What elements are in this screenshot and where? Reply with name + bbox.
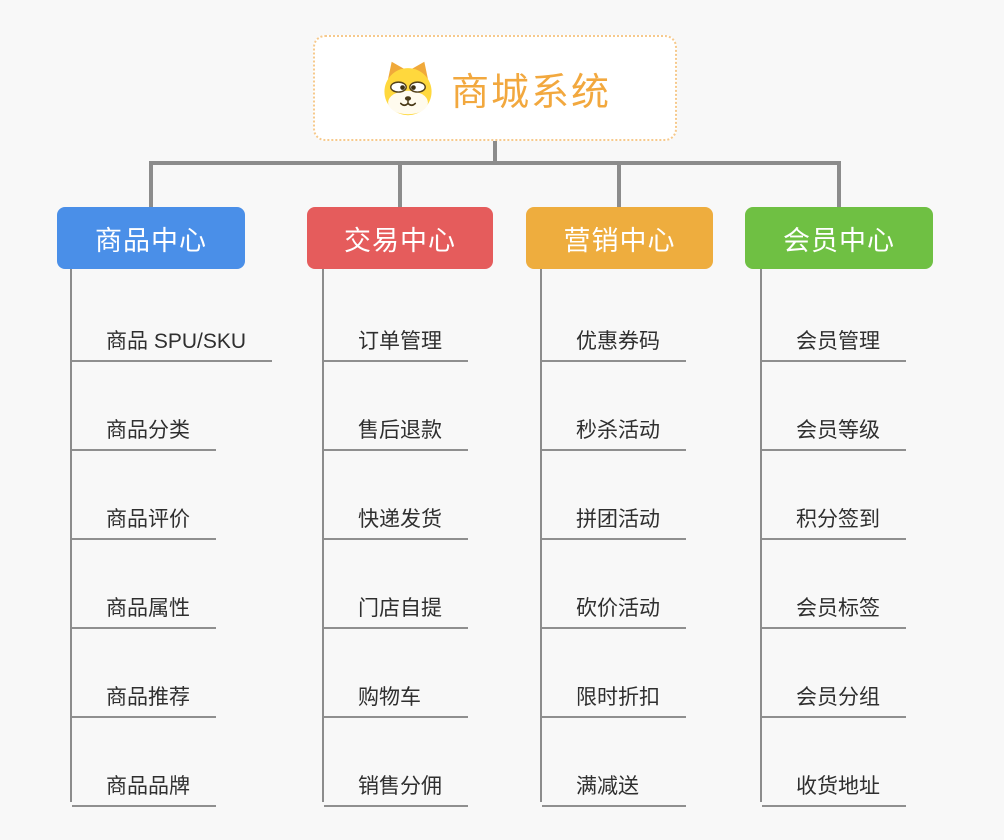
- child-topic[interactable]: 砍价活动: [542, 580, 686, 629]
- child-topic[interactable]: 商品 SPU/SKU: [72, 313, 273, 362]
- connector-line: [493, 141, 497, 163]
- child-topic[interactable]: 销售分佣: [324, 758, 468, 807]
- child-topic[interactable]: 积分签到: [762, 491, 906, 540]
- trade-children-column: 订单管理 售后退款 快递发货 门店自提 购物车 销售分佣: [322, 269, 468, 807]
- child-topic[interactable]: 优惠券码: [542, 313, 686, 362]
- connector-line: [149, 165, 153, 207]
- connector-line: [617, 165, 621, 207]
- member-children-column: 会员管理 会员等级 积分签到 会员标签 会员分组 收货地址: [760, 269, 906, 807]
- child-topic[interactable]: 售后退款: [324, 402, 468, 451]
- child-topic[interactable]: 收货地址: [762, 758, 906, 807]
- branch-topic-marketing-center[interactable]: 营销中心: [526, 207, 713, 269]
- child-topic[interactable]: 商品分类: [72, 402, 216, 451]
- child-topic[interactable]: 会员标签: [762, 580, 906, 629]
- child-topic[interactable]: 购物车: [324, 669, 468, 718]
- child-topic[interactable]: 秒杀活动: [542, 402, 686, 451]
- marketing-children-column: 优惠券码 秒杀活动 拼团活动 砍价活动 限时折扣 满减送: [540, 269, 686, 807]
- root-topic[interactable]: 商城系统: [313, 35, 677, 141]
- dog-face-icon: [384, 61, 432, 116]
- branch-topic-product-center[interactable]: 商品中心: [57, 207, 245, 269]
- child-topic[interactable]: 门店自提: [324, 580, 468, 629]
- connector-line: [398, 165, 402, 207]
- child-topic[interactable]: 会员管理: [762, 313, 906, 362]
- branch-topic-trade-center[interactable]: 交易中心: [307, 207, 493, 269]
- child-topic[interactable]: 拼团活动: [542, 491, 686, 540]
- connector-line: [837, 165, 841, 207]
- child-topic[interactable]: 快递发货: [324, 491, 468, 540]
- child-topic[interactable]: 订单管理: [324, 313, 468, 362]
- root-title: 商城系统: [450, 71, 611, 114]
- child-topic[interactable]: 限时折扣: [542, 669, 686, 718]
- child-topic[interactable]: 会员等级: [762, 402, 906, 451]
- branch-topic-member-center[interactable]: 会员中心: [745, 207, 933, 269]
- product-children-column: 商品 SPU/SKU 商品分类 商品评价 商品属性 商品推荐 商品品牌: [70, 269, 273, 807]
- connector-line: [149, 161, 841, 165]
- child-topic[interactable]: 商品品牌: [72, 758, 216, 807]
- child-topic[interactable]: 商品推荐: [72, 669, 216, 718]
- child-topic[interactable]: 会员分组: [762, 669, 906, 718]
- child-topic[interactable]: 满减送: [542, 758, 686, 807]
- child-topic[interactable]: 商品属性: [72, 580, 216, 629]
- child-topic[interactable]: 商品评价: [72, 491, 216, 540]
